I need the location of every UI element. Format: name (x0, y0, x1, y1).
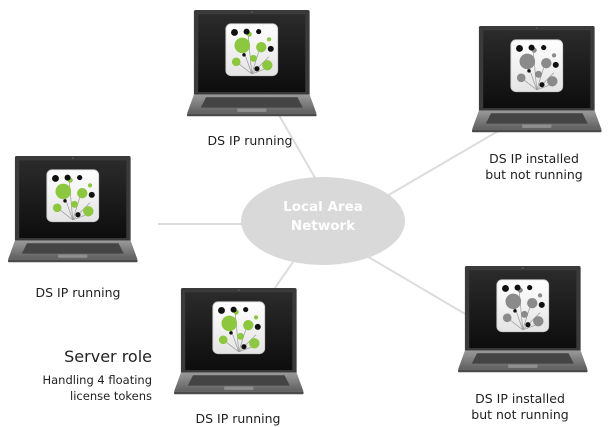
app-icon (225, 23, 279, 77)
lan-hub-line-1: Local Area (283, 199, 363, 215)
app-icon (496, 279, 550, 333)
node-label-top: DS IP running (207, 133, 293, 148)
node-label-bottom-left: DS IP running (195, 411, 281, 426)
server-role-title: Server role (64, 347, 152, 366)
connector-bottom-right (359, 251, 473, 319)
lan-hub-line-2: Network (290, 218, 356, 234)
node-label-top-right: DS IP installed but not running (485, 151, 583, 182)
laptop-top (187, 10, 317, 117)
app-icon (510, 39, 564, 93)
laptop-left (8, 156, 138, 263)
server-role-description: Handling 4 floating license tokens (42, 373, 152, 403)
app-icon (212, 301, 266, 355)
node-label-bottom-right: DS IP installed but not running (471, 391, 569, 422)
laptop-top-right (472, 26, 602, 133)
lan-hub (241, 177, 405, 265)
laptop-bottom-left (174, 288, 304, 395)
node-label-left: DS IP running (35, 285, 121, 300)
laptop-bottom-right (458, 266, 588, 373)
lan-hub-label: Local Area Network (262, 198, 384, 236)
connector-top-right (379, 129, 501, 201)
app-icon (46, 169, 100, 223)
